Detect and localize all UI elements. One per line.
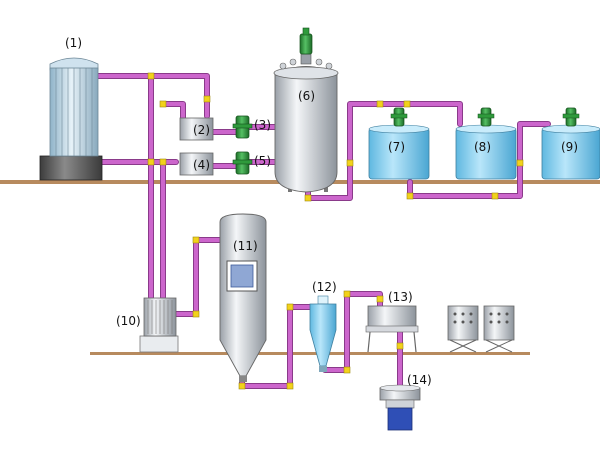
pipe-joints xyxy=(147,72,524,390)
equipment-13-hopper xyxy=(365,305,419,353)
equipment-2-small-tank xyxy=(179,117,214,141)
control-cabinet-right xyxy=(483,305,515,353)
label-12: (12) xyxy=(312,280,337,294)
equipment-6-reactor xyxy=(273,27,339,193)
control-cabinet-left xyxy=(447,305,479,353)
equipment-1-steam-boiler xyxy=(39,57,103,181)
equipment-8-blue-tank xyxy=(455,107,517,180)
label-4: (4) xyxy=(193,158,210,172)
equipment-10-heater xyxy=(139,297,179,353)
label-14: (14) xyxy=(407,373,432,387)
label-6: (6) xyxy=(298,89,315,103)
equipment-11-spray-dryer xyxy=(219,213,267,382)
label-13: (13) xyxy=(388,290,413,304)
label-2: (2) xyxy=(193,123,210,137)
label-3: (3) xyxy=(254,118,271,132)
label-8: (8) xyxy=(474,140,491,154)
label-11: (11) xyxy=(233,239,258,253)
equipment-5-pump xyxy=(232,151,253,175)
label-7: (7) xyxy=(388,140,405,154)
equipment-12-cyclone xyxy=(309,295,337,372)
equipment-14-sieve xyxy=(379,384,421,431)
equipment-labels: (1) (2) (3) (4) (5) (6) (7) (8) (9) (10)… xyxy=(65,36,578,387)
equipment-7-blue-tank xyxy=(368,107,430,180)
label-5: (5) xyxy=(254,154,271,168)
equipment-9-blue-tank xyxy=(541,107,600,180)
equipment-3-pump xyxy=(232,115,253,139)
lower-floor xyxy=(90,352,530,355)
label-1: (1) xyxy=(65,36,82,50)
label-9: (9) xyxy=(561,140,578,154)
label-10: (10) xyxy=(116,314,141,328)
equipment-4-small-tank xyxy=(179,152,214,176)
